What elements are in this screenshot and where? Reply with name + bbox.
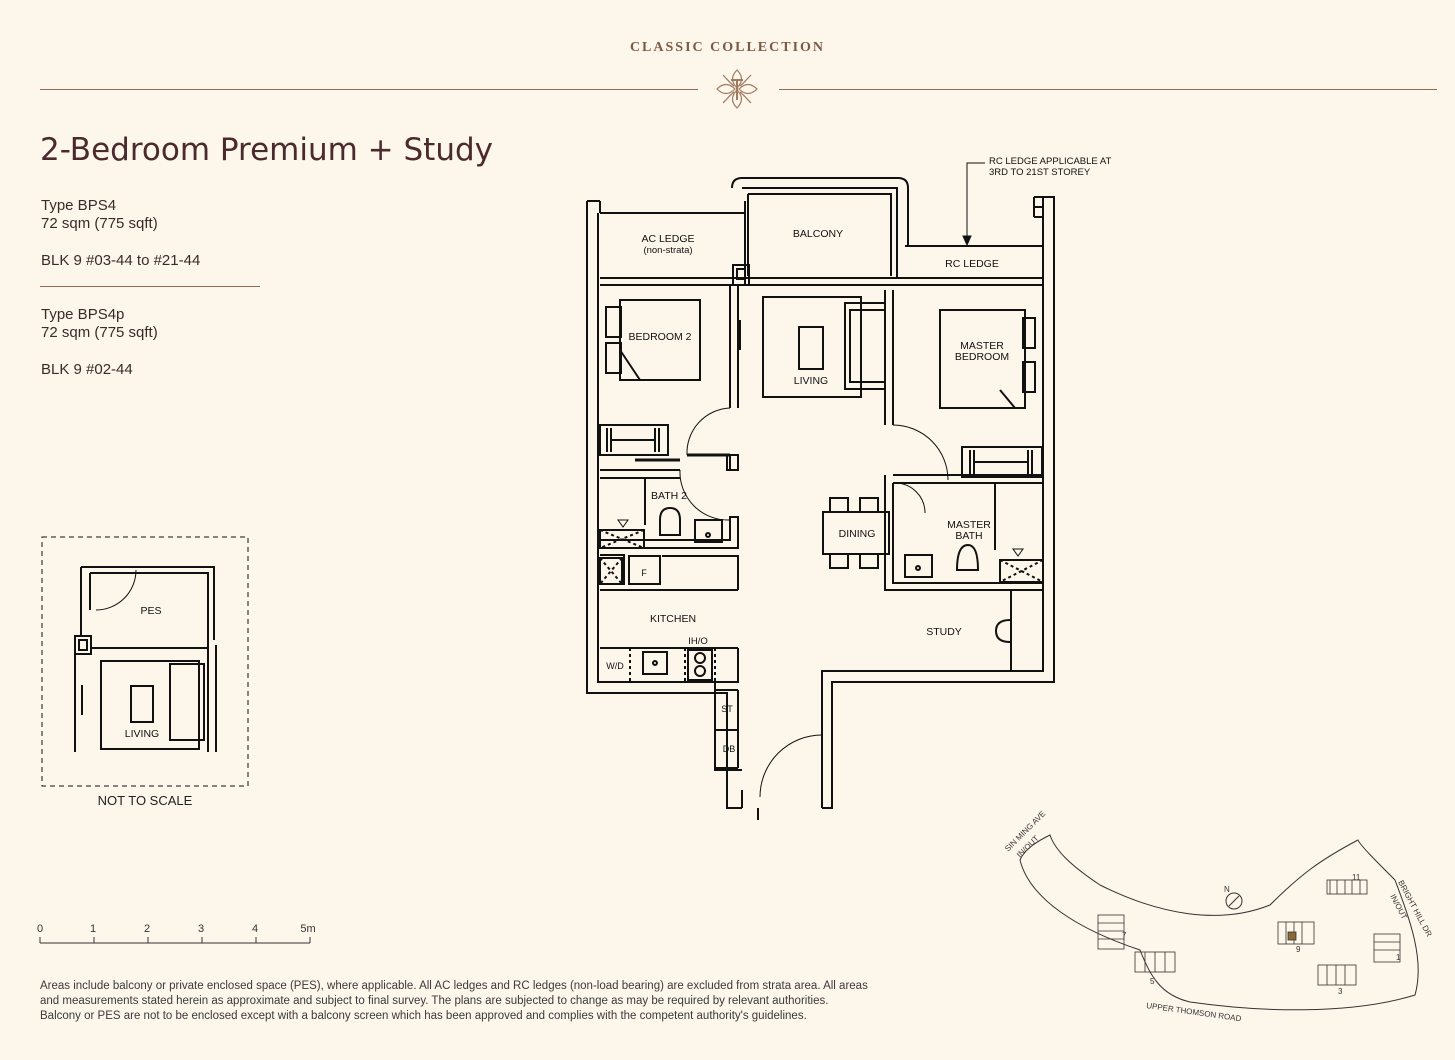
type-2-name: Type BPS4p bbox=[41, 306, 125, 323]
label-master-bath-1: MASTER bbox=[947, 519, 991, 531]
type-2-area: 72 sqm (775 sqft) bbox=[41, 324, 158, 341]
type-separator bbox=[40, 286, 260, 287]
label-master-bath-2: BATH bbox=[955, 530, 982, 542]
label-st: ST bbox=[721, 704, 733, 714]
site-block-7: 7 bbox=[1122, 931, 1127, 940]
disclaimer-line-3: Balcony or PES are not to be enclosed ex… bbox=[40, 1010, 807, 1022]
scale-tick-2: 2 bbox=[144, 923, 150, 935]
disclaimer: Areas include balcony or private enclose… bbox=[40, 979, 1060, 1024]
scale-tick-4: 4 bbox=[252, 923, 258, 935]
site-block-11: 11 bbox=[1352, 873, 1361, 882]
site-block-3: 3 bbox=[1338, 987, 1343, 996]
ornament-monogram-icon bbox=[716, 69, 758, 109]
label-ac-ledge: AC LEDGE bbox=[641, 233, 694, 245]
label-bath-2: BATH 2 bbox=[651, 490, 687, 502]
label-kitchen: KITCHEN bbox=[650, 613, 696, 625]
label-rc-ledge-note-1: RC LEDGE APPLICABLE AT bbox=[989, 156, 1112, 167]
label-wd: W/D bbox=[606, 661, 624, 671]
disclaimer-line-2: and measurements stated herein as approx… bbox=[40, 995, 829, 1007]
type-1-name: Type BPS4 bbox=[41, 197, 117, 214]
label-fridge: F bbox=[641, 568, 647, 578]
scale-tick-1: 1 bbox=[90, 923, 96, 935]
site-north: N bbox=[1224, 885, 1230, 894]
label-rc-ledge: RC LEDGE bbox=[945, 258, 999, 270]
scale-tick-3: 3 bbox=[198, 923, 204, 935]
type-1-blocks: BLK 9 #03-44 to #21-44 bbox=[41, 252, 201, 269]
site-block-1: 1 bbox=[1396, 953, 1401, 962]
inset-label-living: LIVING bbox=[125, 728, 159, 740]
site-block-9: 9 bbox=[1296, 945, 1301, 954]
site-road-upper-thomson: UPPER THOMSON ROAD bbox=[1146, 1001, 1242, 1023]
header-rule-left bbox=[40, 89, 698, 90]
header-rule-right bbox=[779, 89, 1437, 90]
label-ih-o: IH/O bbox=[688, 636, 708, 647]
collection-title: CLASSIC COLLECTION bbox=[629, 40, 826, 55]
site-block-5: 5 bbox=[1150, 977, 1155, 986]
label-ac-ledge-note: (non-strata) bbox=[643, 245, 692, 256]
inset-label-pes: PES bbox=[140, 605, 161, 617]
scale-tick-0: 0 bbox=[37, 923, 43, 935]
disclaimer-line-1: Areas include balcony or private enclose… bbox=[40, 980, 868, 992]
label-db: DB bbox=[723, 744, 736, 754]
label-balcony: BALCONY bbox=[793, 228, 843, 240]
label-master-bedroom-1: MASTER bbox=[960, 340, 1004, 352]
not-to-scale-label: NOT TO SCALE bbox=[97, 793, 193, 808]
label-rc-ledge-note-2: 3RD TO 21ST STOREY bbox=[989, 167, 1091, 178]
label-study: STUDY bbox=[926, 626, 962, 638]
label-master-bedroom-2: BEDROOM bbox=[955, 351, 1009, 363]
scale-tick-5m: 5m bbox=[300, 923, 315, 935]
type-2-blocks: BLK 9 #02-44 bbox=[41, 361, 133, 378]
type-1-area: 72 sqm (775 sqft) bbox=[41, 215, 158, 232]
label-living: LIVING bbox=[794, 375, 828, 387]
label-bedroom-2: BEDROOM 2 bbox=[628, 331, 691, 343]
label-dining: DINING bbox=[839, 528, 876, 540]
unit-title: 2-Bedroom Premium + Study bbox=[40, 132, 493, 168]
